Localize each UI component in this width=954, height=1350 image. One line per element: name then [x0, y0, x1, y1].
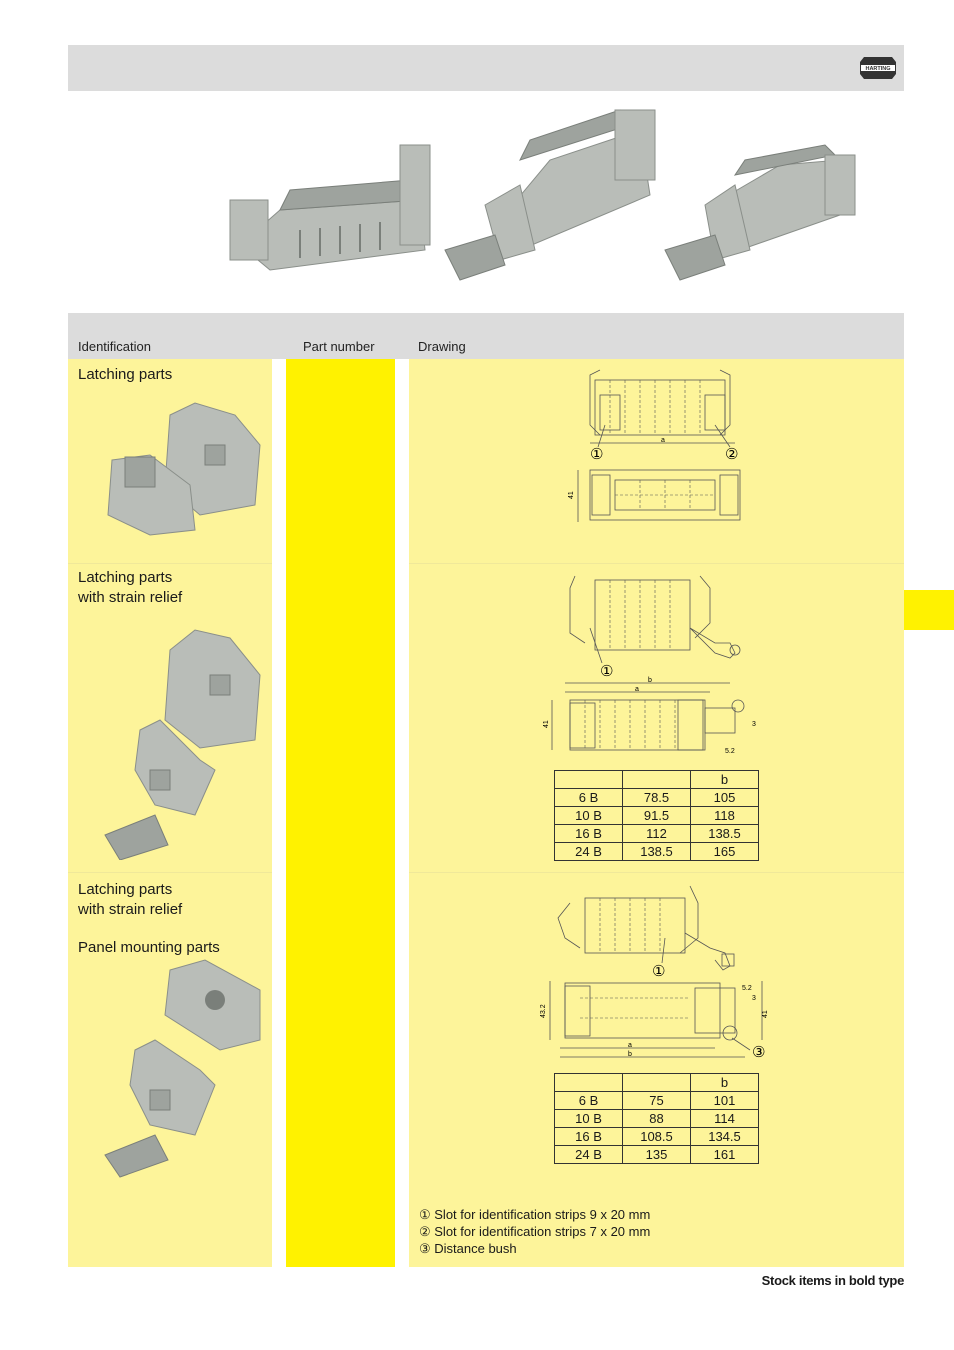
dim-a-label: a: [661, 437, 665, 444]
legend-item: ① Slot for identification strips 9 x 20 …: [419, 1207, 651, 1222]
legend: ① Slot for identification strips 9 x 20 …: [419, 1206, 650, 1257]
row-divider: [409, 872, 904, 873]
dim-b-label: b: [628, 1051, 632, 1058]
table-cell: 6 B: [554, 1091, 623, 1110]
table-cell: 16 B: [554, 1127, 623, 1146]
chapter-tab: [904, 590, 954, 630]
table-row: 24 B 138.5 165: [554, 842, 759, 861]
table-cell: b: [690, 770, 759, 789]
row-1-title-line: Latching parts: [78, 366, 173, 383]
product-photos: [229, 109, 856, 281]
table-cell: 108.5: [622, 1127, 691, 1146]
row-2-title: Latching parts with strain relief: [78, 568, 182, 608]
callout-1: ①: [600, 662, 613, 680]
table-cell: 105: [690, 788, 759, 807]
dim-41-label: 41: [543, 720, 550, 728]
table-row: 10 B 88 114: [554, 1109, 759, 1128]
dim-41-label: 41: [568, 491, 575, 499]
table-cell: 88: [622, 1109, 691, 1128]
dim-5-2-label: 5.2: [742, 985, 752, 992]
table-cell: 165: [690, 842, 759, 861]
table-row: 6 B 78.5 105: [554, 788, 759, 807]
row-3-title-line: with strain relief: [78, 901, 183, 918]
row-3-title: Latching parts with strain relief Panel …: [78, 880, 220, 958]
part-number-column: [286, 359, 395, 1267]
table-cell: 134.5: [690, 1127, 759, 1146]
table-row: 16 B 108.5 134.5: [554, 1127, 759, 1146]
dim-41-label: 41: [762, 1010, 769, 1018]
header-part-number: Part number: [303, 339, 375, 354]
row-divider: [68, 872, 272, 873]
row-2-drawing: ① b a 41 3 5.2: [543, 575, 756, 755]
table-cell: 101: [690, 1091, 759, 1110]
legend-item: ③ Distance bush: [419, 1241, 517, 1256]
table-cell: 114: [690, 1109, 759, 1128]
table-row: 10 B 91.5 118: [554, 806, 759, 825]
table-cell: 78.5: [622, 788, 691, 807]
row-2-dimension-table: b 6 B 78.5 105 10 B 91.5 118 16 B 112 13…: [554, 770, 759, 861]
row-2-title-line: Latching parts: [78, 569, 173, 586]
footer-note: Stock items in bold type: [761, 1273, 905, 1288]
table-cell: [622, 770, 691, 789]
dim-b-label: b: [648, 677, 652, 684]
callout-1: ①: [652, 962, 665, 980]
dim-5-2-label: 5.2: [725, 748, 735, 755]
table-cell: 16 B: [554, 824, 623, 843]
table-cell: [554, 1073, 623, 1092]
table-cell: 161: [690, 1145, 759, 1164]
table-cell: 24 B: [554, 842, 623, 861]
row-2-product-image: [104, 629, 261, 860]
harting-logo: HARTING: [858, 53, 898, 83]
table-cell: 138.5: [622, 842, 691, 861]
header-identification: Identification: [78, 339, 151, 354]
header-drawing: Drawing: [418, 339, 466, 354]
table-cell: [554, 770, 623, 789]
row-divider: [409, 563, 904, 564]
table-row: 24 B 135 161: [554, 1145, 759, 1164]
table-cell: 6 B: [554, 788, 623, 807]
logo-text: HARTING: [865, 66, 890, 72]
row-3-product-image: [104, 959, 261, 1178]
table-row: 16 B 112 138.5: [554, 824, 759, 843]
row-1-title: Latching parts: [78, 365, 172, 385]
row-1-drawing: a ① ② 41: [568, 369, 741, 522]
product-photo-2: [444, 109, 656, 281]
legend-item: ② Slot for identification strips 7 x 20 …: [419, 1224, 651, 1239]
table-cell: [622, 1073, 691, 1092]
row-3-drawing: ① 43.2 41 5.2 3 a b ③: [540, 885, 769, 1061]
table-cell: 135: [622, 1145, 691, 1164]
dim-a-label: a: [635, 686, 639, 693]
table-cell: 118: [690, 806, 759, 825]
product-photo-1: [229, 144, 431, 271]
row-1-product-image: [107, 402, 261, 536]
table-header-row: b: [554, 770, 759, 789]
row-divider: [68, 563, 272, 564]
dim-43-2-label: 43.2: [540, 1004, 547, 1018]
table-cell: 91.5: [622, 806, 691, 825]
callout-3: ③: [752, 1043, 765, 1061]
table-row: 6 B 75 101: [554, 1091, 759, 1110]
callout-1: ①: [590, 445, 603, 463]
page-header-bar: [68, 45, 904, 91]
table-cell: 138.5: [690, 824, 759, 843]
table-header-row: b: [554, 1073, 759, 1092]
dim-3-label: 3: [752, 721, 756, 728]
row-3-subtitle: Panel mounting parts: [78, 939, 220, 956]
table-cell: 112: [622, 824, 691, 843]
table-cell: 75: [622, 1091, 691, 1110]
row-3-dimension-table: b 6 B 75 101 10 B 88 114 16 B 108.5 134.…: [554, 1073, 759, 1164]
table-header: Identification Part number Drawing: [68, 313, 904, 359]
row-2-title-line: with strain relief: [78, 589, 183, 606]
table-cell: 24 B: [554, 1145, 623, 1164]
dim-3-label: 3: [752, 995, 756, 1002]
product-photo-3: [664, 144, 856, 281]
table-cell: 10 B: [554, 806, 623, 825]
callout-2: ②: [725, 445, 738, 463]
table-cell: 10 B: [554, 1109, 623, 1128]
row-3-title-line: Latching parts: [78, 881, 173, 898]
table-cell: b: [690, 1073, 759, 1092]
dim-a-label: a: [628, 1042, 632, 1049]
